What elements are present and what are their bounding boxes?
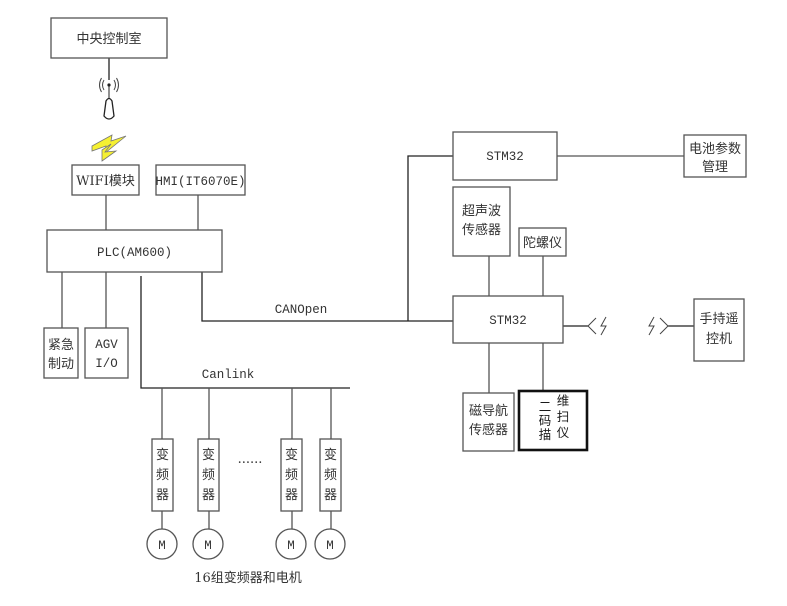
node-emergency-stop: 紧急 制动 bbox=[43, 327, 79, 379]
ultrasonic-line-2: 传感器 bbox=[462, 222, 501, 238]
connections bbox=[61, 58, 694, 529]
link-canopen-stm32-top bbox=[407, 155, 453, 321]
gyroscope-label: 陀螺仪 bbox=[523, 235, 562, 251]
node-hmi: HMI(IT6070E) bbox=[155, 164, 246, 196]
inverter-group: 变 频 器 变 频 器 变 频 器 变 频 器 ...... M bbox=[146, 438, 346, 560]
motor-3: M bbox=[275, 528, 307, 560]
node-stm32-main: STM32 bbox=[452, 295, 564, 344]
inverter-1-char-1: 变 bbox=[156, 447, 169, 463]
inverter-2-char-2: 频 bbox=[202, 468, 215, 483]
canlink-bus bbox=[140, 276, 350, 389]
inverter-2: 变 频 器 bbox=[197, 438, 220, 512]
qr-col1-char3: 描 bbox=[539, 427, 552, 442]
node-stm32-top: STM32 bbox=[452, 131, 558, 181]
magnetic-line-2: 传感器 bbox=[469, 422, 508, 438]
inverter-1: 变 频 器 bbox=[151, 438, 174, 512]
node-gyroscope: 陀螺仪 bbox=[518, 227, 567, 257]
inverter-4-char-3: 器 bbox=[324, 488, 337, 503]
plc-label: PLC(AM600) bbox=[97, 246, 172, 260]
wifi-module-label: WIFI模块 bbox=[76, 174, 135, 189]
node-plc: PLC(AM600) bbox=[46, 229, 223, 273]
wireless-link-icon bbox=[587, 316, 669, 336]
motor-2-label: M bbox=[204, 539, 212, 553]
node-agv-io: AGV I/O bbox=[84, 327, 129, 379]
motor-1: M bbox=[146, 528, 178, 560]
inverter-3-char-3: 器 bbox=[285, 488, 298, 503]
qr-col1-char1: 二 bbox=[539, 399, 552, 414]
qr-col2-char2: 扫 bbox=[557, 409, 570, 424]
hmi-label: HMI(IT6070E) bbox=[155, 175, 245, 189]
inverter-4-char-1: 变 bbox=[324, 447, 337, 463]
motor-3-label: M bbox=[287, 539, 295, 553]
node-ultrasonic-sensor: 超声波 传感器 bbox=[452, 186, 511, 257]
inverter-1-char-3: 器 bbox=[156, 488, 169, 503]
inverter-4-char-2: 频 bbox=[324, 468, 337, 483]
magnetic-line-1: 磁导航 bbox=[469, 403, 508, 419]
ultrasonic-line-1: 超声波 bbox=[462, 204, 501, 219]
qr-col2-char3: 仪 bbox=[557, 425, 570, 440]
battery-line-1: 电池参数 bbox=[689, 141, 741, 157]
inverter-2-char-1: 变 bbox=[202, 447, 215, 463]
inverter-2-char-3: 器 bbox=[202, 488, 215, 503]
agv-io-line-1: AGV bbox=[95, 338, 118, 352]
canlink-label: Canlink bbox=[202, 368, 255, 382]
lightning-bolt-icon bbox=[91, 134, 127, 162]
motor-4-label: M bbox=[326, 539, 334, 553]
canopen-label: CANOpen bbox=[275, 303, 328, 317]
remote-line-2: 控机 bbox=[706, 332, 732, 347]
estop-line-1: 紧急 bbox=[48, 338, 74, 353]
caption: 16组变频器和电机 bbox=[194, 570, 302, 586]
inverter-3-char-2: 频 bbox=[285, 468, 298, 483]
agv-io-line-2: I/O bbox=[95, 357, 118, 371]
node-magnetic-nav-sensor: 磁导航 传感器 bbox=[462, 392, 515, 452]
qr-col1-char2: 码 bbox=[539, 413, 552, 428]
wireless-antenna-icon bbox=[99, 77, 119, 120]
canopen-bus bbox=[201, 272, 453, 322]
node-battery-management: 电池参数 管理 bbox=[683, 134, 747, 178]
node-wifi-module: WIFI模块 bbox=[71, 164, 140, 196]
stm32-top-label: STM32 bbox=[486, 150, 524, 164]
stm32-main-label: STM32 bbox=[489, 314, 527, 328]
ellipsis: ...... bbox=[238, 452, 263, 467]
node-qr-code-scanner: 二 码 描 维 扫 仪 bbox=[517, 389, 589, 452]
node-handheld-remote: 手持遥 控机 bbox=[693, 298, 745, 362]
control-room-label: 中央控制室 bbox=[76, 31, 141, 47]
inverter-1-char-2: 频 bbox=[156, 468, 169, 483]
inverter-3: 变 频 器 bbox=[280, 438, 303, 512]
estop-line-2: 制动 bbox=[48, 357, 74, 372]
inverter-4: 变 频 器 bbox=[319, 438, 342, 512]
battery-line-2: 管理 bbox=[702, 160, 728, 175]
motor-2: M bbox=[192, 528, 224, 560]
inverter-3-char-1: 变 bbox=[285, 447, 298, 463]
motor-4: M bbox=[314, 528, 346, 560]
qr-col2-char1: 维 bbox=[557, 393, 570, 408]
remote-line-1: 手持遥 bbox=[699, 312, 738, 327]
node-control-room: 中央控制室 bbox=[50, 17, 168, 59]
motor-1-label: M bbox=[158, 539, 166, 553]
